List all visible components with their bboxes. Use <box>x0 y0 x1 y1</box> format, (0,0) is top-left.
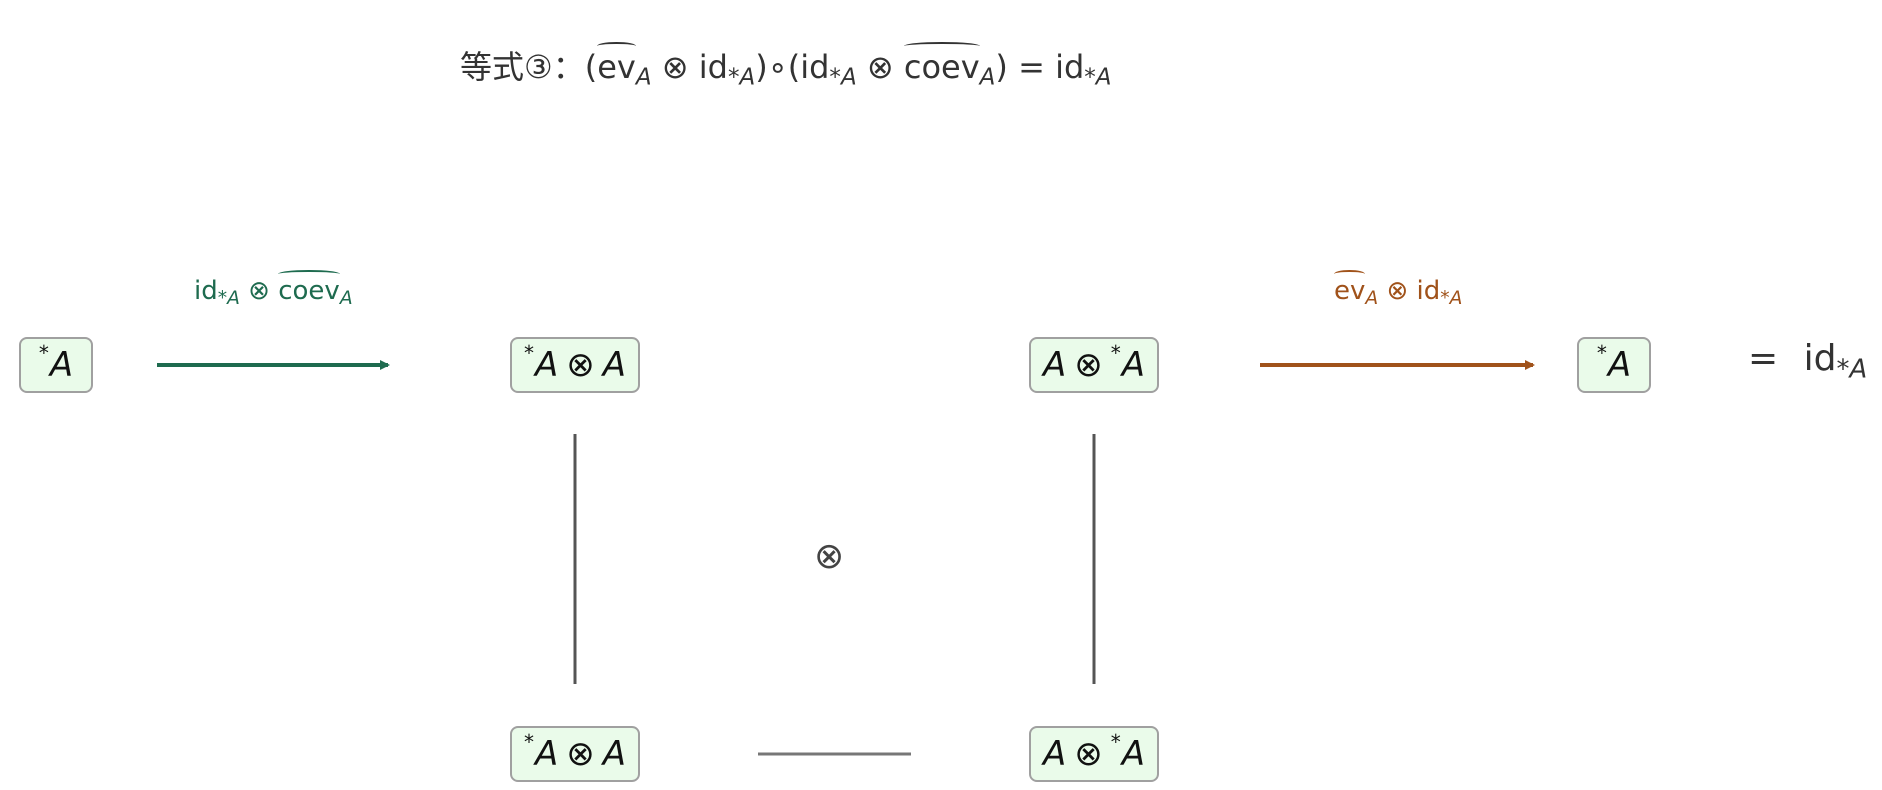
node-star-a-tensor-a-bottom: *A⊗A <box>510 726 640 782</box>
node-1-base: A <box>49 345 74 385</box>
node-2-right: A <box>602 345 627 385</box>
title-sub-a: A <box>635 64 652 91</box>
node-a-tensor-star-a-top: A⊗*A <box>1029 337 1159 393</box>
node-star-a-tensor-a-top: *A⊗A <box>510 337 640 393</box>
title-sub-a-2: A <box>979 64 996 91</box>
label-orange-ev: ev <box>1334 270 1366 306</box>
title-id-2: id <box>800 48 830 86</box>
title-ev: ev <box>597 42 636 86</box>
node-3-sup: * <box>1110 341 1121 365</box>
node-2-op: ⊗ <box>566 345 595 385</box>
node-6-left: A <box>1042 734 1067 774</box>
title-tensor-1: ⊗ <box>661 48 689 86</box>
node-3-right: A <box>1121 345 1146 385</box>
title-id-1: id <box>698 48 728 86</box>
label-id-tensor-coev: id*A ⊗ coevA <box>194 270 353 310</box>
node-3-op: ⊗ <box>1074 345 1103 385</box>
title-tensor-2: ⊗ <box>866 48 894 86</box>
title-sub-star-a-1: *A <box>727 64 756 91</box>
node-6-op: ⊗ <box>1074 734 1103 774</box>
node-5-sup: * <box>523 730 534 754</box>
result-equals-id: = id*A <box>1748 338 1867 384</box>
node-a-tensor-star-a-bottom: A⊗*A <box>1029 726 1159 782</box>
node-6-sup: * <box>1110 730 1121 754</box>
label-green-op: ⊗ <box>248 276 270 306</box>
tensor-symbol-center: ⊗ <box>814 536 845 577</box>
title-prefix: 等式③：( <box>460 48 598 86</box>
label-orange-sub: *A <box>1440 288 1463 310</box>
title-compose: )∘( <box>755 48 801 86</box>
title-id-end: id <box>1055 48 1085 86</box>
node-2-sup: * <box>523 341 534 365</box>
label-green-coev: coev <box>278 270 340 306</box>
node-4-sup: * <box>1596 341 1607 365</box>
node-5-right: A <box>602 734 627 774</box>
node-3-left: A <box>1042 345 1067 385</box>
node-1-sup: * <box>38 341 49 365</box>
node-6-right: A <box>1121 734 1146 774</box>
equation-title: 等式③：(evA ⊗ id*A)∘(id*A ⊗ coevA) = id*A <box>460 42 1112 90</box>
result-id: id <box>1803 338 1837 379</box>
node-star-a-source: *A <box>19 337 93 393</box>
result-sub: *A <box>1836 354 1868 385</box>
title-sub-star-a-2: *A <box>829 64 857 91</box>
node-2-left: A <box>534 345 559 385</box>
node-5-op: ⊗ <box>566 734 595 774</box>
title-coev: coev <box>903 42 980 86</box>
label-green-id: id <box>194 276 218 306</box>
result-eq: = <box>1748 338 1779 379</box>
node-5-left: A <box>534 734 559 774</box>
label-green-sub: *A <box>217 288 240 310</box>
label-orange-id: id <box>1416 276 1441 306</box>
label-orange-ev-sub: A <box>1365 288 1379 310</box>
title-sub-star-a-3: *A <box>1084 64 1112 91</box>
title-eq: ) = <box>995 48 1056 86</box>
label-green-coev-sub: A <box>339 288 353 310</box>
label-ev-tensor-id: evA ⊗ id*A <box>1334 270 1463 310</box>
node-4-base: A <box>1607 345 1632 385</box>
node-star-a-target: *A <box>1577 337 1651 393</box>
label-orange-op: ⊗ <box>1386 276 1409 306</box>
